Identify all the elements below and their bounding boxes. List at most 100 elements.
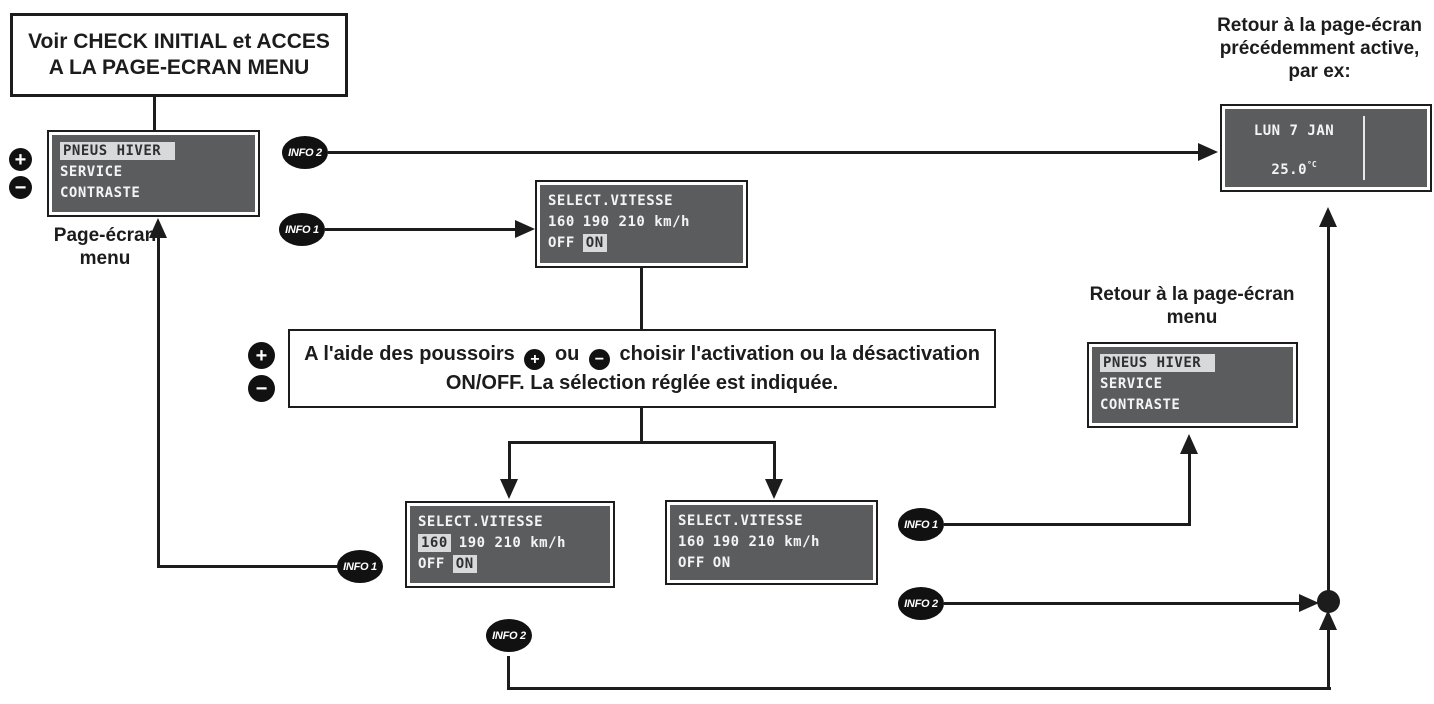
lcd-onoff-line: OFF ON <box>678 553 865 574</box>
connector-info2-to-clock <box>328 151 1202 154</box>
lcd-title-line: SELECT.VITESSE <box>678 511 865 532</box>
plus-button: + <box>9 148 32 171</box>
label-line: Retour à la page-écran <box>1089 284 1295 305</box>
menu-item-service: SERVICE <box>1100 374 1285 395</box>
plus-glyph: + <box>255 344 268 367</box>
lcd-text: ON <box>712 555 731 571</box>
connector-info1-to-menu2-vertical <box>1188 450 1191 526</box>
connector-return-to-menu-vertical <box>157 232 160 568</box>
instruction-line2: ON/OFF. La sélection réglée est indiquée… <box>445 372 839 395</box>
screen-vitesse-on: SELECT.VITESSE 160 190 210 km/h OFF ON <box>535 180 748 268</box>
label-line: par ex: <box>1288 61 1351 82</box>
check-initial-line1: Voir CHECK INITIAL et ACCES <box>28 30 330 53</box>
lcd-clock: LUN 7 JAN 25.0°C <box>1225 109 1427 187</box>
arrowhead-to-vitesse-set <box>500 479 518 499</box>
lcd-text: OFF <box>548 235 575 251</box>
clock-empty-area <box>1365 109 1427 187</box>
lcd-text: OFF <box>678 555 705 571</box>
connector-split-right <box>773 441 776 481</box>
lcd-text: 160 <box>678 534 705 550</box>
minus-button: − <box>248 375 275 402</box>
lcd-text: OFF <box>418 556 445 572</box>
info2-button-bottom-left: INFO 2 <box>486 619 532 652</box>
screen-menu-main: PNEUS HIVER SERVICE CONTRASTE <box>47 130 260 217</box>
label-line: menu <box>79 248 131 269</box>
menu-item-contraste: CONTRASTE <box>60 183 247 204</box>
connector-info2-to-dot <box>944 602 1301 605</box>
junction-dot <box>1317 590 1340 613</box>
connector-topbox-to-menu <box>153 97 156 130</box>
connector-bottom-horizontal <box>507 687 1331 690</box>
lcd-text: 160 <box>548 214 575 230</box>
retour-active-label: Retour à la page-écran précédemment acti… <box>1205 14 1434 83</box>
lcd-text: PNEUS HIVER <box>1100 354 1216 372</box>
lcd-title-line: SELECT.VITESSE <box>548 191 735 212</box>
lcd-text-speed-selected: 160 <box>418 534 451 552</box>
lcd-vitesse-on: SELECT.VITESSE 160 190 210 km/h OFF ON <box>540 185 743 263</box>
plus-glyph: + <box>530 350 540 368</box>
connector-info1-to-menu2-horizontal <box>944 523 1190 526</box>
info2-label: INFO 2 <box>492 629 526 642</box>
arrowhead-to-vitesse-off <box>765 479 783 499</box>
info1-label: INFO 1 <box>343 560 377 573</box>
clock-divider <box>1363 116 1365 180</box>
instruction-text: A l'aide des poussoirs <box>304 342 515 365</box>
lcd-text: CONTRASTE <box>1100 397 1181 413</box>
arrowhead-to-clock-screen <box>1198 143 1218 161</box>
menu-item-pneus-hiver: PNEUS HIVER <box>60 141 247 162</box>
clock-temperature: 25.0°C <box>1271 157 1316 178</box>
instruction-box: A l'aide des poussoirs + ou − choisir l'… <box>288 329 996 408</box>
connector-bottom-up-to-dot <box>1327 629 1330 690</box>
plus-glyph: + <box>14 148 27 171</box>
connector-instruction-down <box>640 408 643 444</box>
connector-split-horizontal <box>508 441 776 444</box>
check-initial-line2: A LA PAGE-ECRAN MENU <box>48 56 310 79</box>
info2-label: INFO 2 <box>904 597 938 610</box>
menu-item-service: SERVICE <box>60 162 247 183</box>
lcd-text: SERVICE <box>60 164 123 180</box>
connector-split-left <box>508 441 511 481</box>
info1-label: INFO 1 <box>904 518 938 531</box>
minus-button: − <box>9 176 32 199</box>
connector-dot-to-clock <box>1327 222 1330 594</box>
connector-info1-to-vitesse <box>325 228 517 231</box>
lcd-speed-line: 160 190 210 km/h <box>678 532 865 553</box>
plus-icon: + <box>524 349 546 371</box>
lcd-onoff-line: OFF ON <box>548 233 735 254</box>
arrowhead-to-menu-screen <box>149 218 167 238</box>
temp-unit: °C <box>1307 160 1317 169</box>
lcd-speed-line: 160 190 210 km/h <box>548 212 735 233</box>
instruction-text: choisir l'activation ou la désactivation <box>619 342 980 365</box>
minus-glyph: − <box>14 176 27 199</box>
minus-icon: − <box>588 349 610 371</box>
lcd-title-line: SELECT.VITESSE <box>418 512 602 533</box>
clock-date: LUN 7 JAN <box>1253 123 1335 139</box>
lcd-text: SELECT.VITESSE <box>678 513 804 529</box>
instruction-text: ou <box>554 342 580 365</box>
info1-label: INFO 1 <box>285 223 319 236</box>
info1-button-top: INFO 1 <box>279 213 325 246</box>
info2-button-bottom-middle: INFO 2 <box>898 587 944 620</box>
label-line: précédemment active, <box>1219 38 1420 59</box>
screen-menu-return: PNEUS HIVER SERVICE CONTRASTE <box>1087 342 1298 428</box>
label-line: menu <box>1166 307 1218 328</box>
lcd-text: 190 210 km/h <box>582 214 690 230</box>
arrowhead-to-vitesse-screen <box>515 220 535 238</box>
menu-item-pneus-hiver: PNEUS HIVER <box>1100 353 1285 374</box>
instruction-line1: A l'aide des poussoirs + ou − choisir l'… <box>304 341 980 371</box>
lcd-text-on-selected: ON <box>582 234 607 252</box>
arrowhead-to-junction <box>1299 594 1319 612</box>
retour-menu-label: Retour à la page-écran menu <box>1078 283 1306 329</box>
temp-value: 25.0 <box>1271 162 1308 178</box>
page-ecran-menu-label: Page-écran menu <box>35 224 175 270</box>
lcd-text: 190 210 km/h <box>712 534 820 550</box>
clock-text-area: LUN 7 JAN 25.0°C <box>1225 109 1363 187</box>
connector-info1-return-horizontal <box>157 565 337 568</box>
info2-button-top: INFO 2 <box>282 136 328 169</box>
info1-button-bottom-middle: INFO 1 <box>898 508 944 541</box>
plus-button: + <box>248 342 275 369</box>
